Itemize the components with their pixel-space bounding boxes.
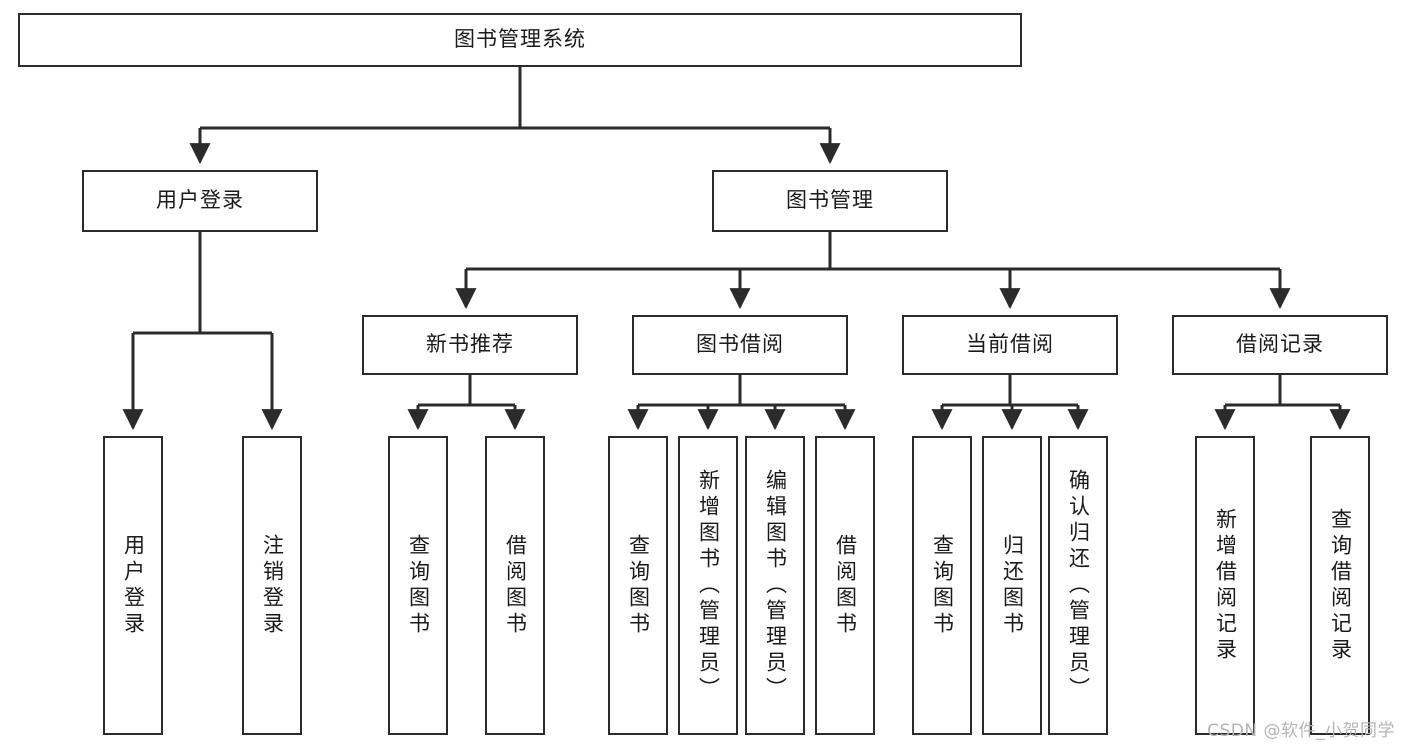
node-leaf-confirm-return-admin-label: 确认归还（管理员）: [1066, 468, 1091, 703]
node-leaf-borrow-book[interactable]: 借阅图书: [815, 436, 875, 735]
node-new-book-recommend[interactable]: 新书推荐: [362, 315, 578, 375]
node-user-login[interactable]: 用户登录: [82, 170, 318, 232]
node-leaf-add-book-admin[interactable]: 新增图书（管理员）: [678, 436, 738, 735]
node-book-management[interactable]: 图书管理: [712, 170, 948, 232]
node-leaf-query-book-current[interactable]: 查询图书: [912, 436, 972, 735]
node-leaf-add-borrow-record-label: 新增借阅记录: [1213, 507, 1238, 664]
node-leaf-add-book-admin-label: 新增图书（管理员）: [696, 468, 721, 703]
node-leaf-confirm-return-admin[interactable]: 确认归还（管理员）: [1048, 436, 1108, 735]
node-leaf-return-book-label: 归还图书: [1000, 533, 1025, 638]
node-current-borrow-label: 当前借阅: [966, 332, 1054, 357]
node-new-book-recommend-label: 新书推荐: [426, 332, 514, 357]
node-leaf-borrow-book-rec[interactable]: 借阅图书: [485, 436, 545, 735]
node-book-management-label: 图书管理: [786, 188, 874, 213]
node-leaf-borrow-book-label: 借阅图书: [833, 533, 858, 638]
node-leaf-user-login[interactable]: 用户登录: [103, 436, 163, 735]
node-leaf-return-book[interactable]: 归还图书: [982, 436, 1042, 735]
node-user-login-label: 用户登录: [156, 188, 244, 213]
csdn-watermark: CSDN @软件_小贺同学: [1207, 721, 1395, 741]
node-leaf-query-book-rec-label: 查询图书: [406, 533, 431, 638]
node-leaf-add-borrow-record[interactable]: 新增借阅记录: [1195, 436, 1255, 735]
node-borrow-record[interactable]: 借阅记录: [1172, 315, 1388, 375]
node-leaf-query-book-rec[interactable]: 查询图书: [388, 436, 448, 735]
node-root[interactable]: 图书管理系统: [18, 13, 1022, 67]
node-leaf-edit-book-admin[interactable]: 编辑图书（管理员）: [745, 436, 805, 735]
node-leaf-edit-book-admin-label: 编辑图书（管理员）: [763, 468, 788, 703]
node-root-label: 图书管理系统: [454, 27, 586, 52]
node-leaf-user-login-label: 用户登录: [121, 533, 146, 638]
node-leaf-user-logout-label: 注销登录: [260, 533, 285, 638]
node-borrow-record-label: 借阅记录: [1236, 332, 1324, 357]
node-leaf-query-book-current-label: 查询图书: [930, 533, 955, 638]
node-leaf-query-borrow-record-label: 查询借阅记录: [1328, 507, 1353, 664]
node-current-borrow[interactable]: 当前借阅: [902, 315, 1118, 375]
node-leaf-query-book-borrow[interactable]: 查询图书: [608, 436, 668, 735]
node-book-borrow-label: 图书借阅: [696, 332, 784, 357]
node-leaf-user-logout[interactable]: 注销登录: [242, 436, 302, 735]
node-leaf-query-borrow-record[interactable]: 查询借阅记录: [1310, 436, 1370, 735]
node-book-borrow[interactable]: 图书借阅: [632, 315, 848, 375]
node-leaf-borrow-book-rec-label: 借阅图书: [503, 533, 528, 638]
node-leaf-query-book-borrow-label: 查询图书: [626, 533, 651, 638]
